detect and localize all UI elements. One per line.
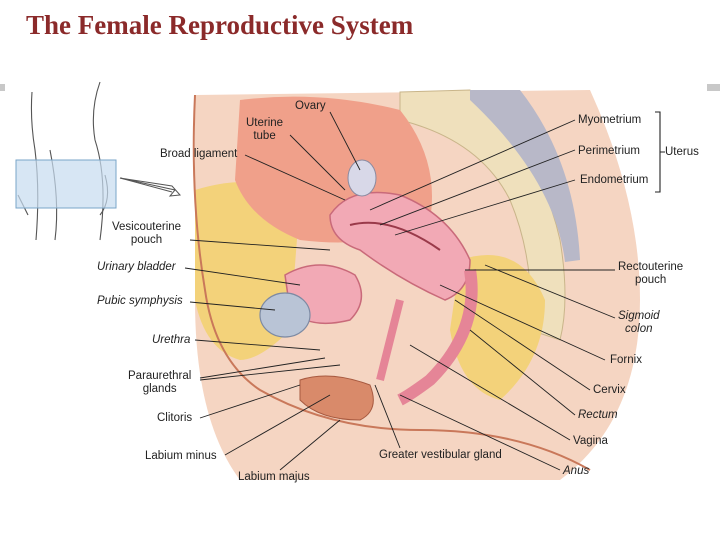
- leader-clitoris: [199, 384, 301, 419]
- label-myometrium: Myometrium: [578, 114, 642, 126]
- label-perimetrium: Perimetrium: [578, 145, 640, 157]
- label-urethra: Urethra: [152, 334, 191, 346]
- labia-shape: [299, 375, 374, 421]
- label-rectouterine-line2: pouch: [634, 274, 667, 286]
- leader-paraurethral-glands-a: [199, 357, 326, 379]
- leader-ovary: [329, 111, 361, 171]
- label-ovary: Ovary: [295, 100, 326, 112]
- label-broad-ligament: Broad ligament: [160, 148, 238, 160]
- label-cervix: Cervix: [593, 384, 626, 396]
- label-paraurethral-line2: glands: [142, 383, 177, 395]
- leader-greater-vestibular-gland: [374, 384, 401, 449]
- label-vagina: Vagina: [573, 435, 608, 447]
- leader-myometrium: [369, 119, 576, 211]
- label-pubic-symphysis: Pubic symphysis: [97, 295, 183, 307]
- pubic-bone: [259, 292, 311, 338]
- label-labium-majus: Labium majus: [238, 471, 310, 483]
- label-uterus: Uterus: [665, 146, 699, 158]
- label-sigmoid-line1: Sigmoid: [618, 310, 660, 322]
- label-uterine-tube: Uterine tube: [246, 117, 283, 143]
- label-urinary-bladder: Urinary bladder: [97, 261, 176, 273]
- label-vesicouterine-line1: Vesicouterine: [112, 221, 182, 233]
- leader-vagina: [409, 344, 571, 441]
- leader-rectum: [469, 329, 576, 416]
- label-rectouterine-line1: Rectouterine: [618, 261, 684, 273]
- uterine-cavity: [349, 221, 441, 251]
- uterus-bracket: [655, 111, 665, 193]
- label-fornix: Fornix: [610, 354, 642, 366]
- label-labium-minus: Labium minus: [145, 450, 217, 462]
- slide-edge-mark-right: [707, 84, 720, 91]
- label-rectouterine-pouch: Rectouterine pouch: [618, 261, 683, 287]
- label-uterine-tube-line2: tube: [253, 130, 276, 142]
- vagina-tube: [376, 299, 404, 381]
- slide-edge-mark-left: [0, 84, 5, 91]
- leader-urinary-bladder: [184, 267, 301, 286]
- leader-paraurethral-glands-b: [199, 364, 341, 381]
- label-sigmoid-line2: colon: [625, 323, 653, 335]
- label-anus: Anus: [563, 465, 590, 477]
- leader-anus: [399, 394, 561, 471]
- label-clitoris: Clitoris: [157, 412, 193, 424]
- label-uterine-tube-line1: Uterine: [246, 117, 284, 129]
- inset-highlight-box: [15, 159, 117, 209]
- leader-urethra: [194, 339, 321, 351]
- leader-sigmoid-colon: [484, 264, 616, 319]
- leader-perimetrium: [379, 149, 576, 226]
- leader-fornix: [439, 284, 606, 361]
- label-vesicouterine-pouch: Vesicouterine pouch: [112, 221, 181, 247]
- leader-broad-ligament: [244, 154, 346, 201]
- leader-cervix: [454, 299, 591, 391]
- leader-pubic-symphysis: [189, 301, 276, 311]
- label-greater-vestibular-gland: Greater vestibular gland: [379, 449, 502, 461]
- leader-endometrium: [394, 179, 576, 236]
- label-paraurethral-line1: Paraurethral: [128, 370, 192, 382]
- label-paraurethral-glands: Paraurethral glands: [128, 370, 191, 396]
- label-rectum: Rectum: [578, 409, 618, 421]
- page-title: The Female Reproductive System: [26, 10, 414, 40]
- ovary-shape: [347, 159, 377, 197]
- leader-labium-majus: [279, 419, 341, 471]
- label-sigmoid-colon: Sigmoid colon: [618, 310, 660, 336]
- leader-labium-minus: [224, 394, 331, 456]
- leader-vesicouterine-pouch: [189, 239, 331, 251]
- label-vesicouterine-line2: pouch: [130, 234, 163, 246]
- spinal-canal: [470, 90, 580, 262]
- inset-pointer-arrow: [119, 177, 182, 197]
- label-endometrium: Endometrium: [580, 174, 649, 186]
- leader-uterine-tube: [289, 134, 346, 191]
